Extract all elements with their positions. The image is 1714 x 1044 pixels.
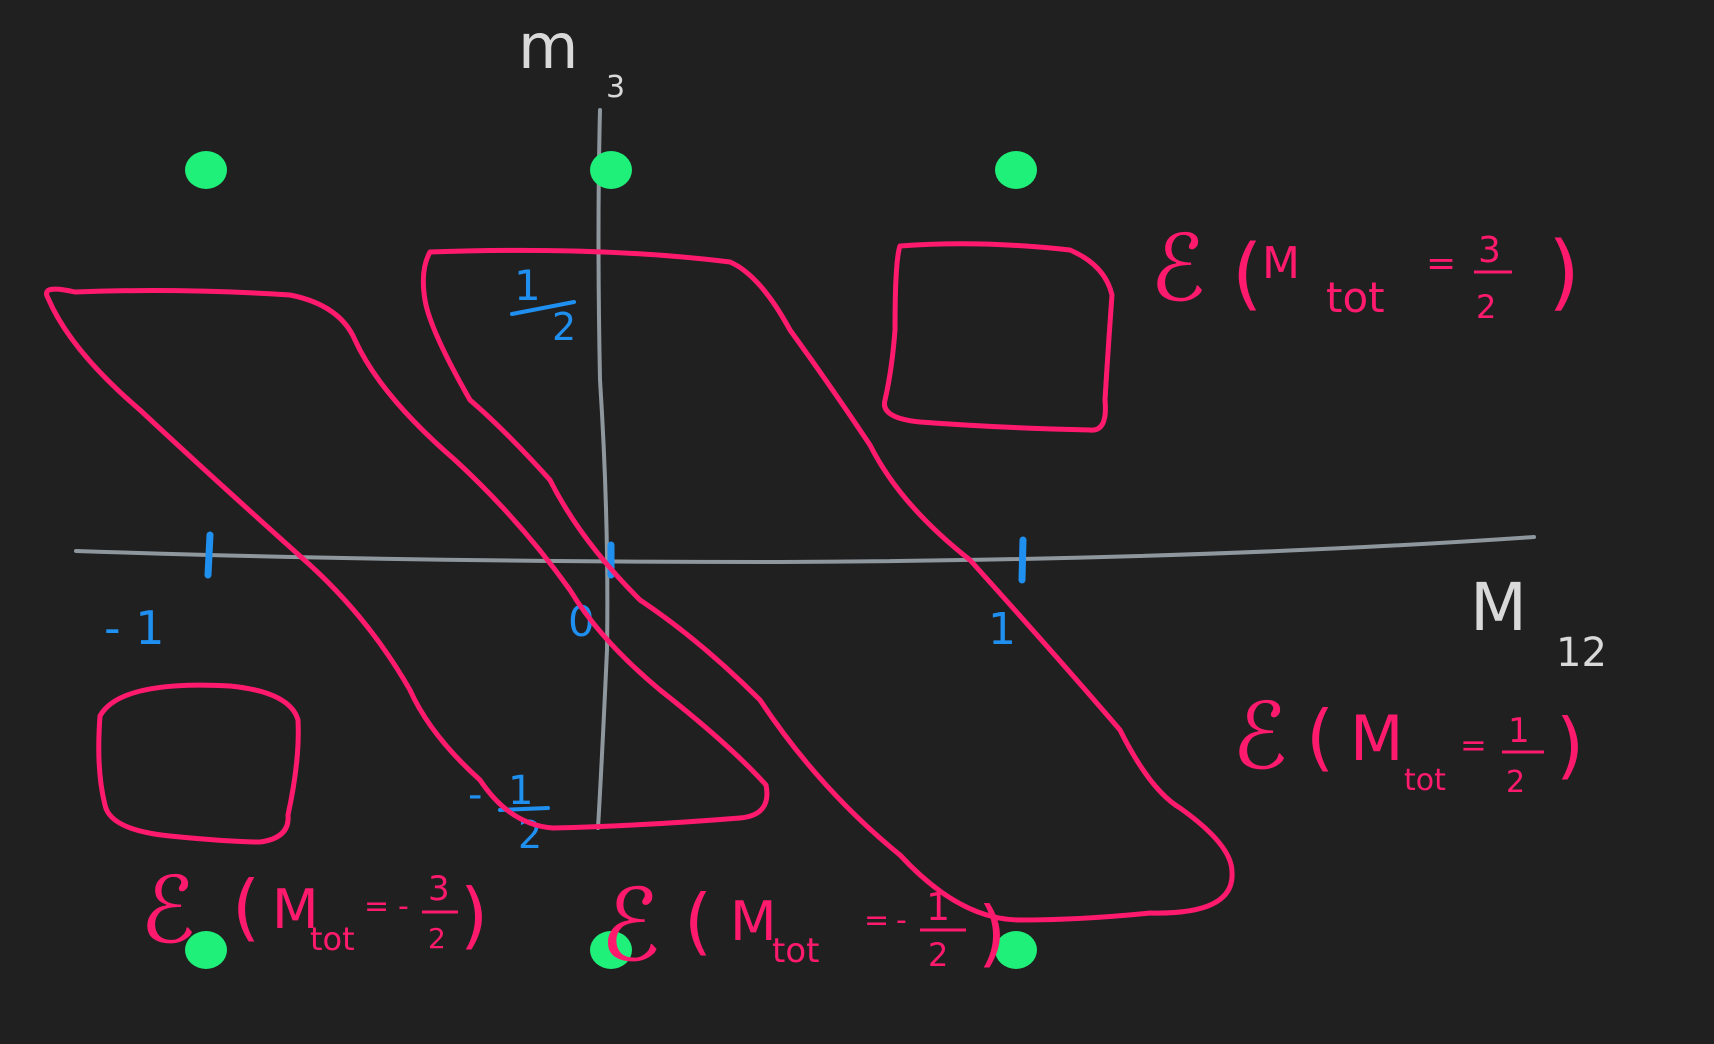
region-mtot-minus-half <box>44 286 770 831</box>
tick-label-minus-one: - 1 <box>104 601 165 655</box>
label-mtot-half: ℰ ( M tot = 1 2 ) <box>1232 683 1584 800</box>
region-mtot-minus-three-halves <box>96 682 301 845</box>
label-mh-den: 2 <box>928 936 948 974</box>
label-m3h-sign: - <box>398 889 409 924</box>
label-1h-paren-close: ) <box>1556 703 1584 787</box>
label-mh-paren-open: ( <box>684 879 712 963</box>
label-mh-var: M <box>730 890 777 953</box>
label-1h-sub: tot <box>1404 763 1446 798</box>
label-mh-num: 1 <box>926 885 950 929</box>
subspace-regions <box>44 241 1235 923</box>
label-m3h-paren-open: ( <box>232 865 260 949</box>
m3-label-sub: 3 <box>606 70 625 105</box>
m12-axis-label: M 12 <box>1470 569 1607 676</box>
label-1h-den: 2 <box>1506 765 1525 800</box>
m3-label-main: m <box>518 10 578 83</box>
state-dot-5 <box>995 931 1037 969</box>
label-mh-sub: tot <box>772 931 819 971</box>
label-3h-paren-open: ( <box>1232 229 1262 319</box>
label-m3h-den: 2 <box>428 922 446 955</box>
region-mtot-half <box>420 247 1235 923</box>
m12-axis <box>74 535 1536 565</box>
half-fraction-bar <box>510 300 576 316</box>
label-mh-symbol: ℰ <box>600 867 661 984</box>
state-dot-4 <box>590 931 632 969</box>
m3-axis <box>596 108 610 830</box>
label-m3h-num: 3 <box>428 869 450 909</box>
half-numerator: 1 <box>514 261 541 310</box>
label-mtot-minus-half: ℰ ( M tot = - 1 2 ) <box>600 867 1006 984</box>
label-3h-num: 3 <box>1478 230 1501 271</box>
tick-m12-one <box>1018 536 1027 584</box>
tick-m12-minus-one <box>204 531 214 579</box>
label-m3h-var: M <box>272 878 319 941</box>
label-mh-sign: - <box>896 903 907 938</box>
label-1h-symbol: ℰ <box>1232 683 1288 790</box>
m3-axis-label: m 3 <box>518 10 625 105</box>
state-dot-3 <box>185 931 227 969</box>
label-3h-var: M <box>1262 238 1300 289</box>
label-mtot-three-halves: ℰ ( M tot = 3 2 ) <box>1150 215 1580 326</box>
region-mtot-three-halves <box>881 241 1115 433</box>
label-m3h-paren-close: ) <box>460 873 488 957</box>
tick-label-one: 1 <box>988 604 1016 655</box>
m12-label-sub: 12 <box>1556 630 1607 676</box>
tick-label-half: 1 2 <box>510 261 576 349</box>
basis-states <box>185 151 1037 969</box>
minus-half-numerator: 1 <box>508 768 533 814</box>
label-mtot-minus-three-halves: ℰ ( M tot = - 3 2 ) <box>140 857 488 964</box>
state-dot-2 <box>995 151 1037 189</box>
label-3h-sub: tot <box>1326 273 1385 322</box>
label-1h-var: M <box>1350 702 1404 775</box>
states-layer <box>185 151 1037 969</box>
state-dot-0 <box>185 151 227 189</box>
label-m3h-symbol: ℰ <box>140 857 196 964</box>
half-denominator: 2 <box>552 305 576 349</box>
label-1h-num: 1 <box>1508 711 1530 751</box>
label-mh-eq: = <box>864 903 889 938</box>
label-m3h-eq: = <box>364 889 389 924</box>
label-m3h-sub: tot <box>310 920 355 958</box>
label-1h-paren-open: ( <box>1306 695 1334 779</box>
label-3h-eq: = <box>1426 243 1456 284</box>
m12-label-main: M <box>1470 569 1527 646</box>
label-3h-symbol: ℰ <box>1150 215 1206 322</box>
label-1h-eq: = <box>1460 726 1487 764</box>
label-3h-paren-close: ) <box>1548 225 1580 320</box>
label-3h-den: 2 <box>1476 288 1496 326</box>
state-dot-1 <box>590 151 632 189</box>
label-mh-paren-close: ) <box>978 891 1006 975</box>
minus-half-sign: - <box>468 772 482 818</box>
